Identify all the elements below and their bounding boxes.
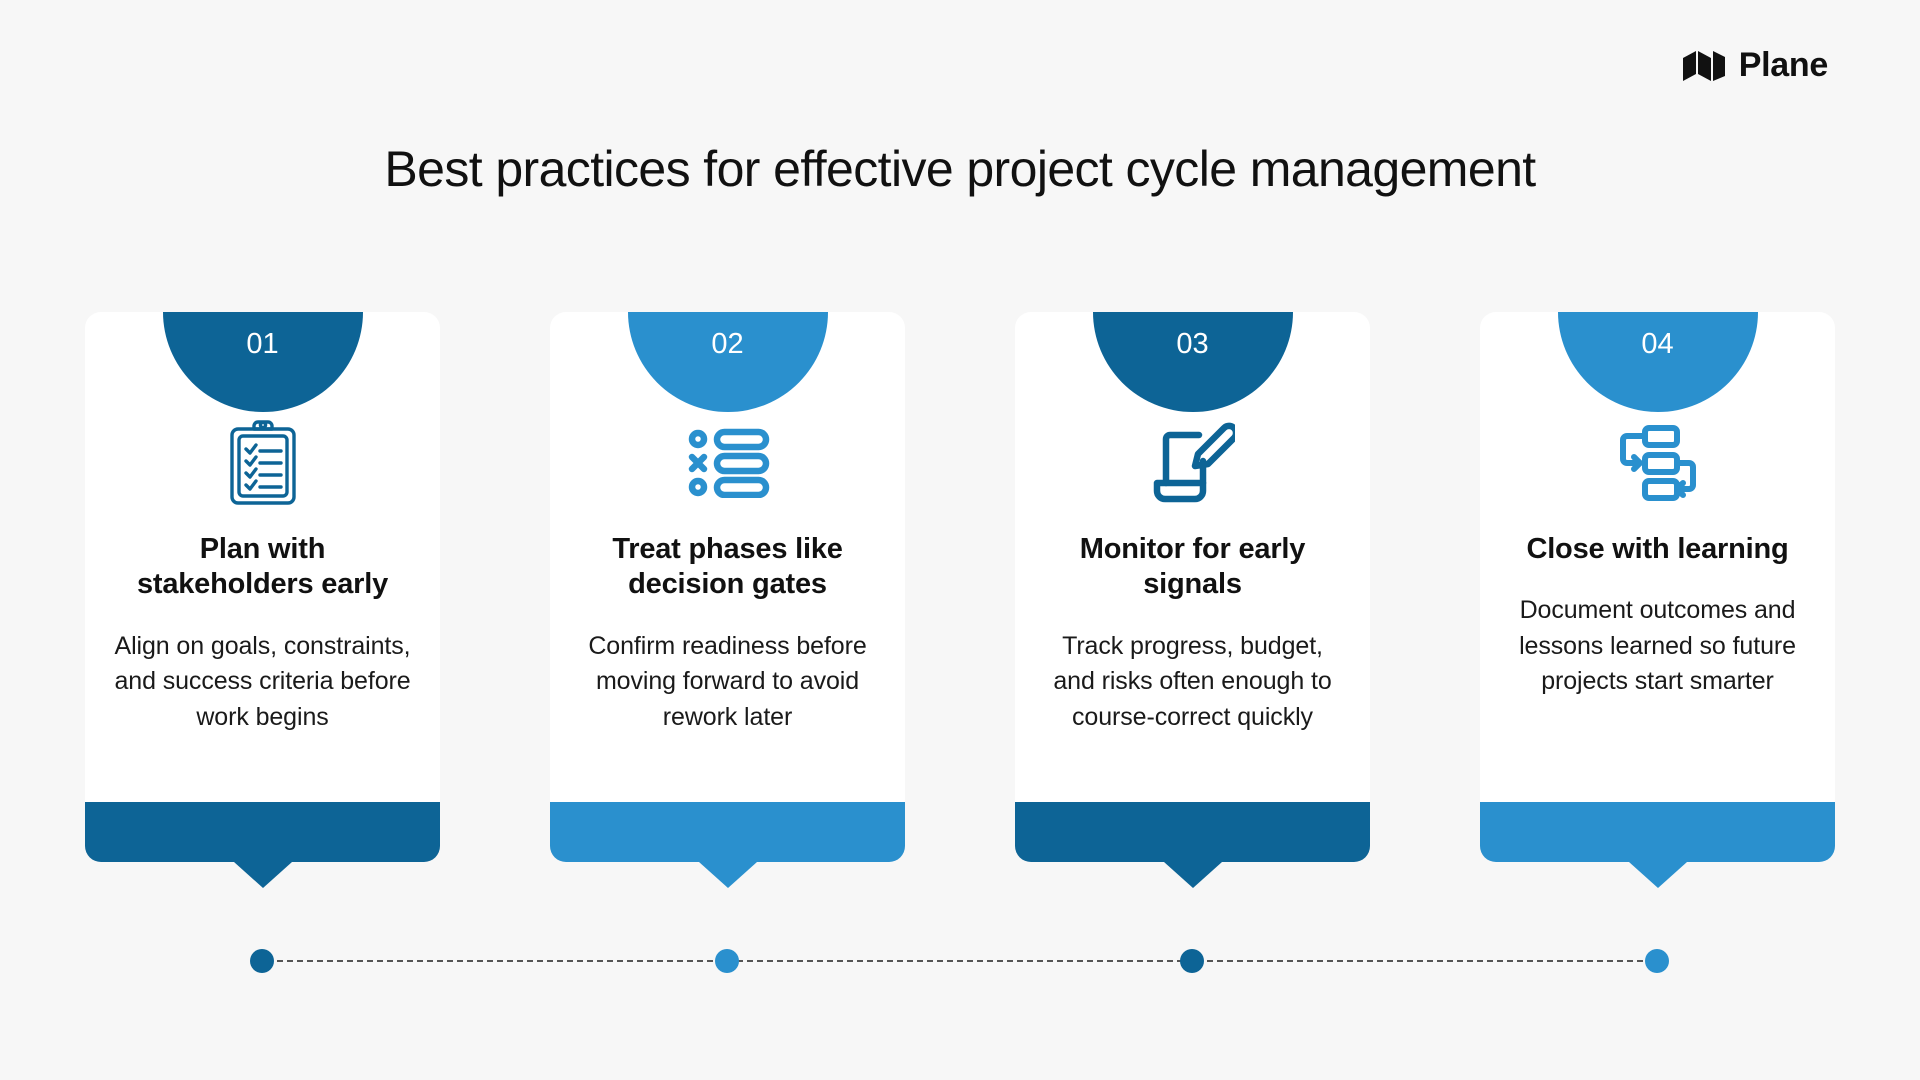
timeline (85, 949, 1835, 973)
card-pointer-triangle (1628, 862, 1687, 888)
timeline-dot-1 (250, 949, 274, 973)
card-text: Document outcomes and lessons learned so… (1519, 596, 1796, 696)
cards-row: 01 Plan with stakeholders (85, 312, 1835, 888)
task-list-status-icon (686, 420, 770, 506)
timeline-dot-4 (1645, 949, 1669, 973)
plane-logo-icon (1682, 50, 1725, 81)
page-title: Best practices for effective project cyc… (384, 141, 1536, 197)
card-footer (550, 802, 905, 888)
card-heading: Close with learning (1526, 533, 1789, 565)
card-03[interactable]: 03 Monitor for early signals Track progr… (1015, 312, 1370, 888)
card-footer-bar (550, 802, 905, 862)
timeline-dot-2 (715, 949, 739, 973)
card-heading: Treat phases like decision gates (612, 533, 843, 601)
card-text: Align on goals, constraints, and success… (114, 631, 411, 731)
card-heading: Plan with stakeholders early (136, 533, 389, 601)
card-pointer-triangle (233, 862, 292, 888)
card-pointer-triangle (698, 862, 757, 888)
clipboard-checklist-icon (223, 420, 303, 506)
card-pointer-triangle (1163, 862, 1222, 888)
card-text: Track progress, budget, and risks often … (1053, 631, 1332, 731)
timeline-dot-3 (1180, 949, 1204, 973)
workflow-flowchart-icon (1615, 420, 1701, 506)
card-heading: Monitor for early signals (1079, 533, 1306, 601)
card-number: 03 (1176, 328, 1209, 360)
card-number: 01 (246, 328, 279, 360)
brand-name: Plane (1738, 46, 1829, 84)
card-footer (1015, 802, 1370, 888)
card-number: 04 (1641, 328, 1674, 360)
card-footer-bar (85, 802, 440, 862)
card-body: Plan with stakeholders early Align on go… (85, 312, 440, 802)
card-01[interactable]: 01 Plan with stakeholders (85, 312, 440, 888)
card-04[interactable]: 04 Close with learning Document o (1480, 312, 1835, 888)
brand-logo: Plane (1682, 46, 1829, 85)
card-text: Confirm readiness before moving forward … (588, 631, 867, 731)
card-number: 02 (711, 328, 744, 360)
card-body: Treat phases like decision gates Confirm… (550, 312, 905, 802)
document-edit-pencil-icon (1151, 420, 1235, 506)
card-footer-bar (1015, 802, 1370, 862)
card-footer (85, 802, 440, 888)
card-footer-bar (1480, 802, 1835, 862)
card-02[interactable]: 02 Treat phases like decision gates Conf… (550, 312, 905, 888)
card-footer (1480, 802, 1835, 888)
timeline-dashed-line (257, 960, 1663, 962)
